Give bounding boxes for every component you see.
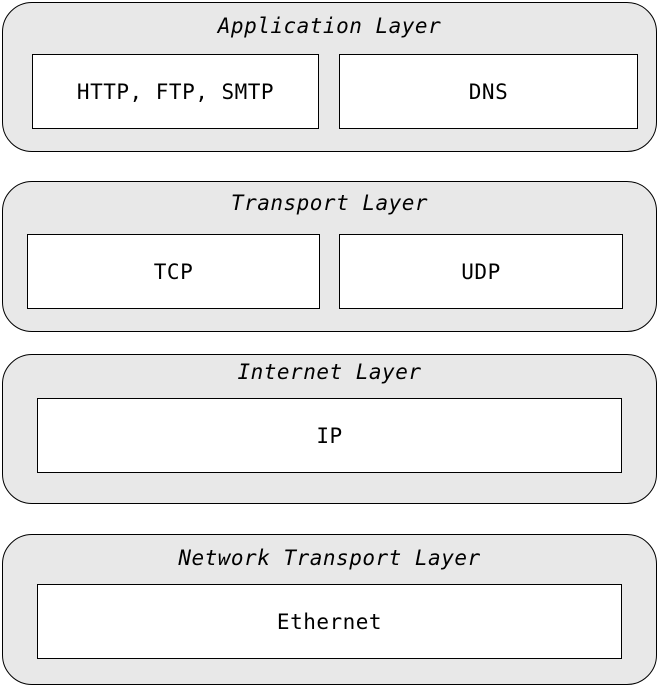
internet-layer: Internet Layer IP	[2, 354, 657, 504]
tcp-box: TCP	[27, 234, 320, 309]
transport-layer-title: Transport Layer	[230, 191, 429, 215]
dns-box: DNS	[339, 54, 638, 129]
http-ftp-smtp-box: HTTP, FTP, SMTP	[32, 54, 319, 129]
network-transport-layer-title: Network Transport Layer	[178, 546, 481, 570]
ip-box: IP	[37, 398, 622, 473]
internet-layer-title: Internet Layer	[237, 360, 422, 384]
application-layer-title: Application Layer	[217, 14, 442, 38]
application-layer: Application Layer HTTP, FTP, SMTP DNS	[2, 2, 657, 152]
udp-box: UDP	[339, 234, 623, 309]
network-transport-layer: Network Transport Layer Ethernet	[2, 534, 657, 685]
ethernet-box: Ethernet	[37, 584, 622, 659]
transport-layer: Transport Layer TCP UDP	[2, 181, 657, 332]
